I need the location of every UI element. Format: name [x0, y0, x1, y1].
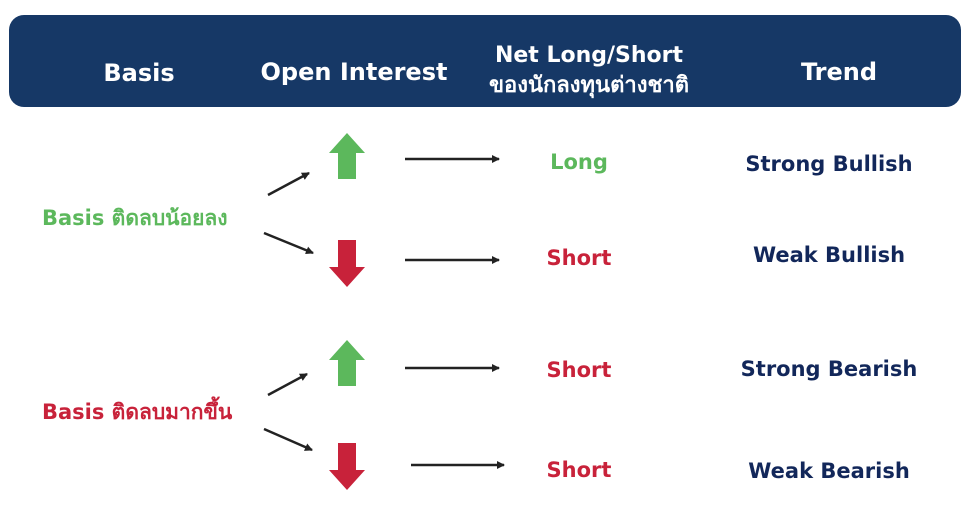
branch-arrow-down	[263, 231, 314, 255]
position-label: Short	[546, 246, 612, 270]
open-interest-up-arrow-icon	[329, 340, 365, 386]
header-net-long-short: Net Long/Short ของนักลงทุนต่างชาติ	[469, 41, 709, 101]
trend-label: Strong Bearish	[740, 357, 918, 381]
branch-arrow-up	[267, 171, 310, 197]
header-basis: Basis	[103, 59, 175, 87]
open-interest-down-arrow-icon	[329, 240, 365, 287]
header-net-line1: Net Long/Short	[494, 43, 684, 68]
table-header: Basis Open Interest Net Long/Short ของนั…	[9, 15, 961, 107]
open-interest-down-arrow-icon	[329, 443, 365, 490]
position-label: Long	[550, 150, 608, 174]
trend-label: Weak Bearish	[748, 459, 910, 483]
open-interest-up-arrow-icon	[329, 133, 365, 179]
trend-label: Strong Bullish	[745, 152, 913, 176]
group-label-less-negative: Basis ติดลบน้อยลง	[42, 206, 228, 230]
branch-arrow-up	[267, 372, 308, 397]
position-label: Short	[546, 358, 612, 382]
branch-arrow-down	[263, 427, 313, 452]
header-trend: Trend	[800, 58, 878, 86]
position-label: Short	[546, 458, 612, 482]
header-net-line2: ของนักลงทุนต่างชาติ	[488, 73, 690, 98]
trend-label: Weak Bullish	[752, 243, 906, 267]
group-label-more-negative: Basis ติดลบมากขึ้น	[42, 400, 233, 424]
header-open-interest: Open Interest	[260, 58, 448, 86]
